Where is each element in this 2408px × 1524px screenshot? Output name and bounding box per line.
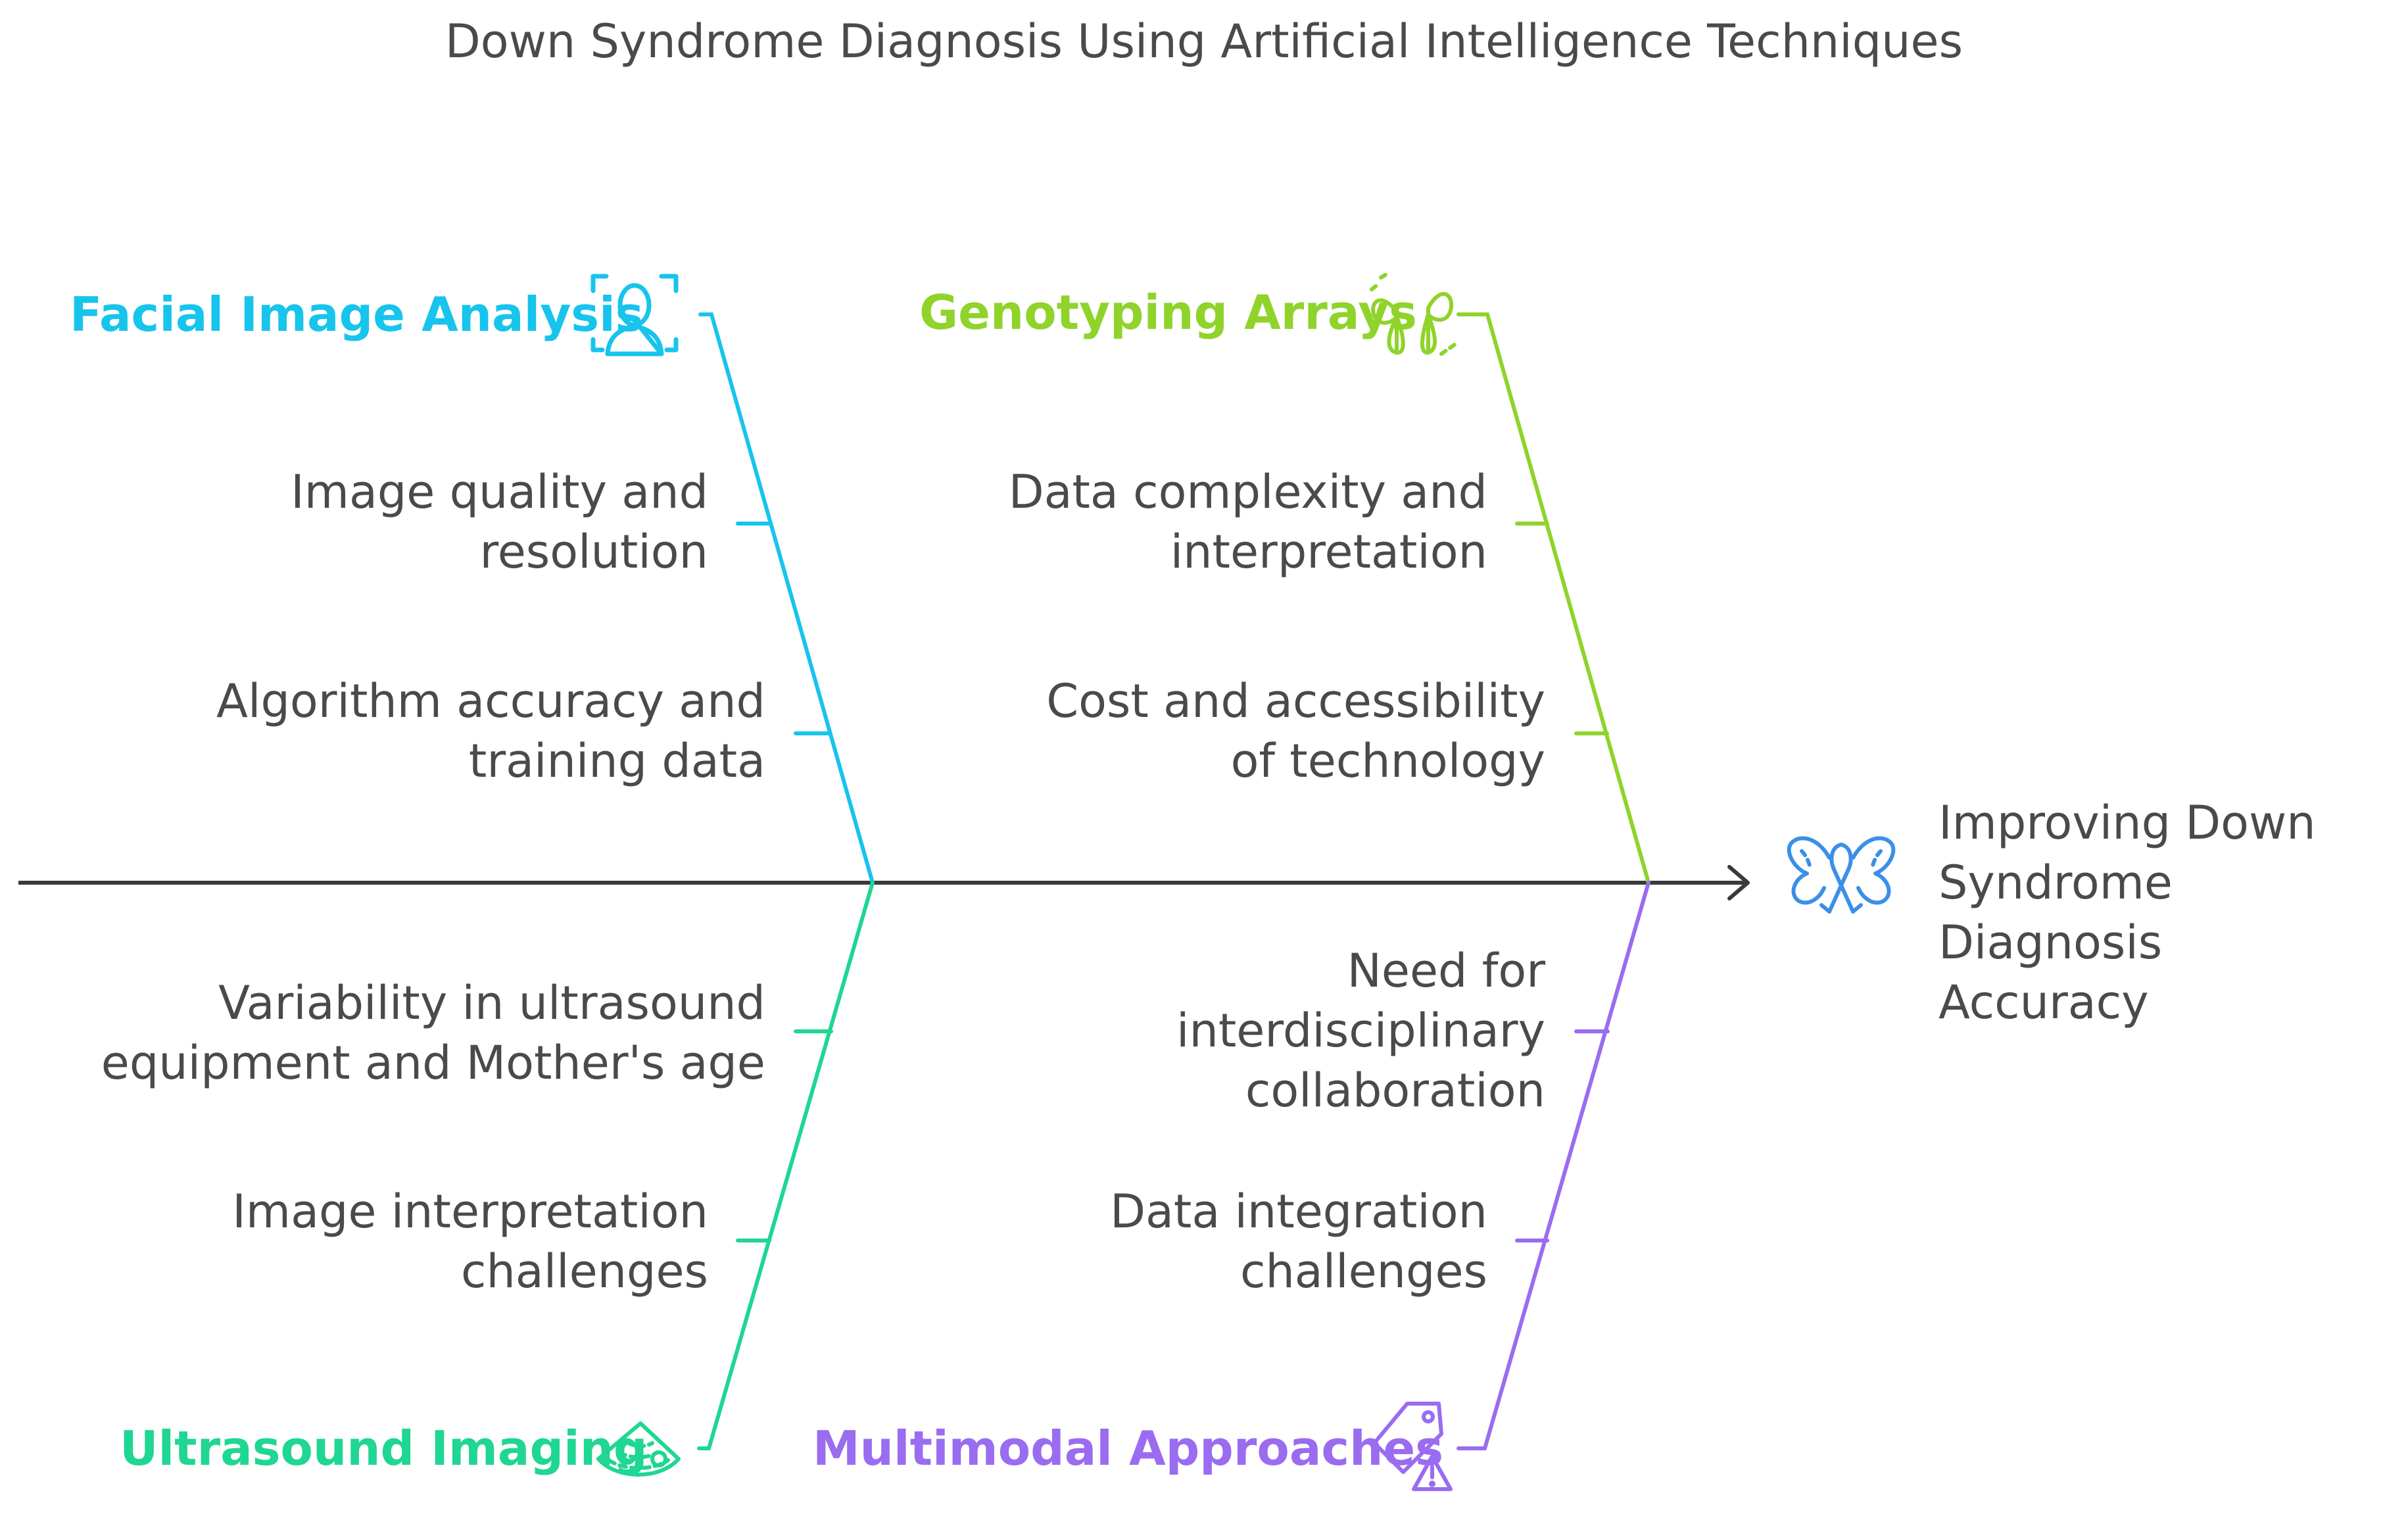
cause-data-complexity: Data complexity and interpretation — [1008, 465, 1487, 579]
bone-ultrasound-imaging — [697, 881, 875, 1450]
tag-warning-icon — [1372, 1402, 1453, 1491]
ultrasound-scan-icon — [596, 1421, 681, 1477]
cause-data-integration: Data integration challenges — [1110, 1185, 1487, 1298]
category-label-multimodal-approaches: Multimodal Approaches — [813, 1421, 1444, 1476]
face-scan-icon — [590, 274, 679, 356]
effect-label: Improving Down Syndrome Diagnosis Accura… — [1938, 796, 2316, 1029]
category-label-genotyping-arrays: Genotyping Arrays — [919, 285, 1417, 340]
bone-facial-image-analysis — [698, 312, 875, 885]
cause-image-interpretation: Image interpretation challenges — [232, 1185, 708, 1298]
bone-multimodal-approaches — [1457, 881, 1650, 1450]
ribbon-butterfly-icon — [1787, 836, 1896, 914]
category-label-facial-image-analysis: Facial Image Analysis — [70, 287, 644, 342]
cause-image-quality: Image quality and resolution — [291, 465, 708, 579]
cause-algorithm-accuracy: Algorithm accuracy and training data — [216, 674, 765, 788]
cause-ultrasound-variability: Variability in ultrasound equipment and … — [101, 976, 765, 1090]
spine-arrowhead — [1727, 865, 1750, 900]
category-label-ultrasound-imaging: Ultrasound Imaging — [120, 1421, 648, 1476]
cause-interdisciplinary-collaboration: Need for interdisciplinary collaboration — [1176, 944, 1545, 1118]
bone-genotyping-arrays — [1457, 312, 1650, 885]
diagram-title: Down Syndrome Diagnosis Using Artificial… — [445, 14, 1963, 68]
butterfly-icon — [1370, 272, 1457, 356]
cause-cost-accessibility: Cost and accessibility of technology — [1046, 674, 1545, 788]
